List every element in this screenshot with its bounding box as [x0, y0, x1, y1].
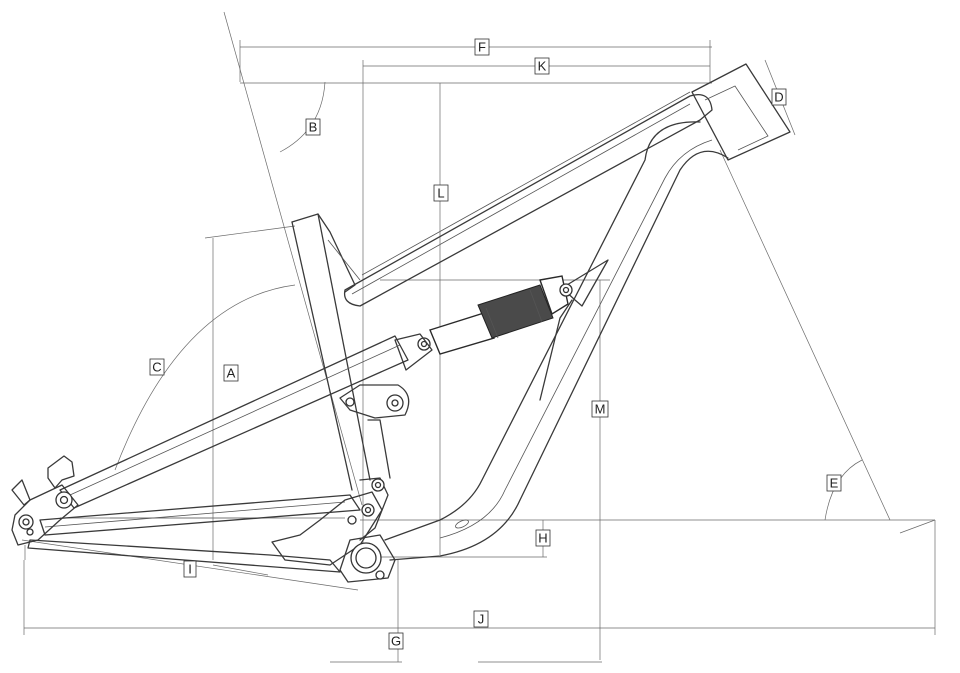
label-K: K [534, 57, 550, 75]
label-G: G [388, 632, 404, 650]
label-E: E [826, 474, 842, 492]
label-A: A [223, 364, 239, 382]
rear-shock [417, 275, 573, 355]
svg-text:F: F [478, 40, 486, 55]
bottom-bracket [339, 534, 396, 583]
svg-text:M: M [595, 402, 606, 417]
label-H: H [535, 529, 551, 547]
label-C: C [149, 358, 165, 376]
dimension-labels: F K D B L C A M [149, 38, 842, 650]
label-I: I [183, 560, 197, 578]
svg-text:G: G [391, 634, 401, 649]
svg-text:E: E [830, 476, 839, 491]
chain-stay [27, 494, 361, 573]
seat-tube [291, 213, 371, 491]
svg-text:H: H [538, 531, 547, 546]
svg-text:C: C [152, 360, 161, 375]
svg-text:K: K [538, 59, 547, 74]
label-B: B [305, 118, 321, 136]
svg-text:I: I [188, 562, 192, 577]
rocker-link [339, 333, 433, 419]
svg-text:J: J [478, 612, 485, 627]
svg-text:B: B [309, 120, 318, 135]
svg-text:D: D [774, 90, 783, 105]
label-L: L [433, 184, 449, 202]
head-tube [691, 63, 791, 161]
label-J: J [473, 610, 489, 628]
svg-text:A: A [227, 366, 236, 381]
svg-text:L: L [437, 186, 444, 201]
label-D: D [771, 88, 787, 106]
top-tube [343, 91, 713, 307]
label-F: F [474, 38, 490, 56]
label-M: M [591, 400, 609, 418]
down-tube [384, 121, 729, 561]
shock-mount [539, 259, 609, 401]
rear-dropout [11, 455, 79, 546]
lower-link [271, 419, 391, 566]
dimension-lines [21, 11, 936, 663]
